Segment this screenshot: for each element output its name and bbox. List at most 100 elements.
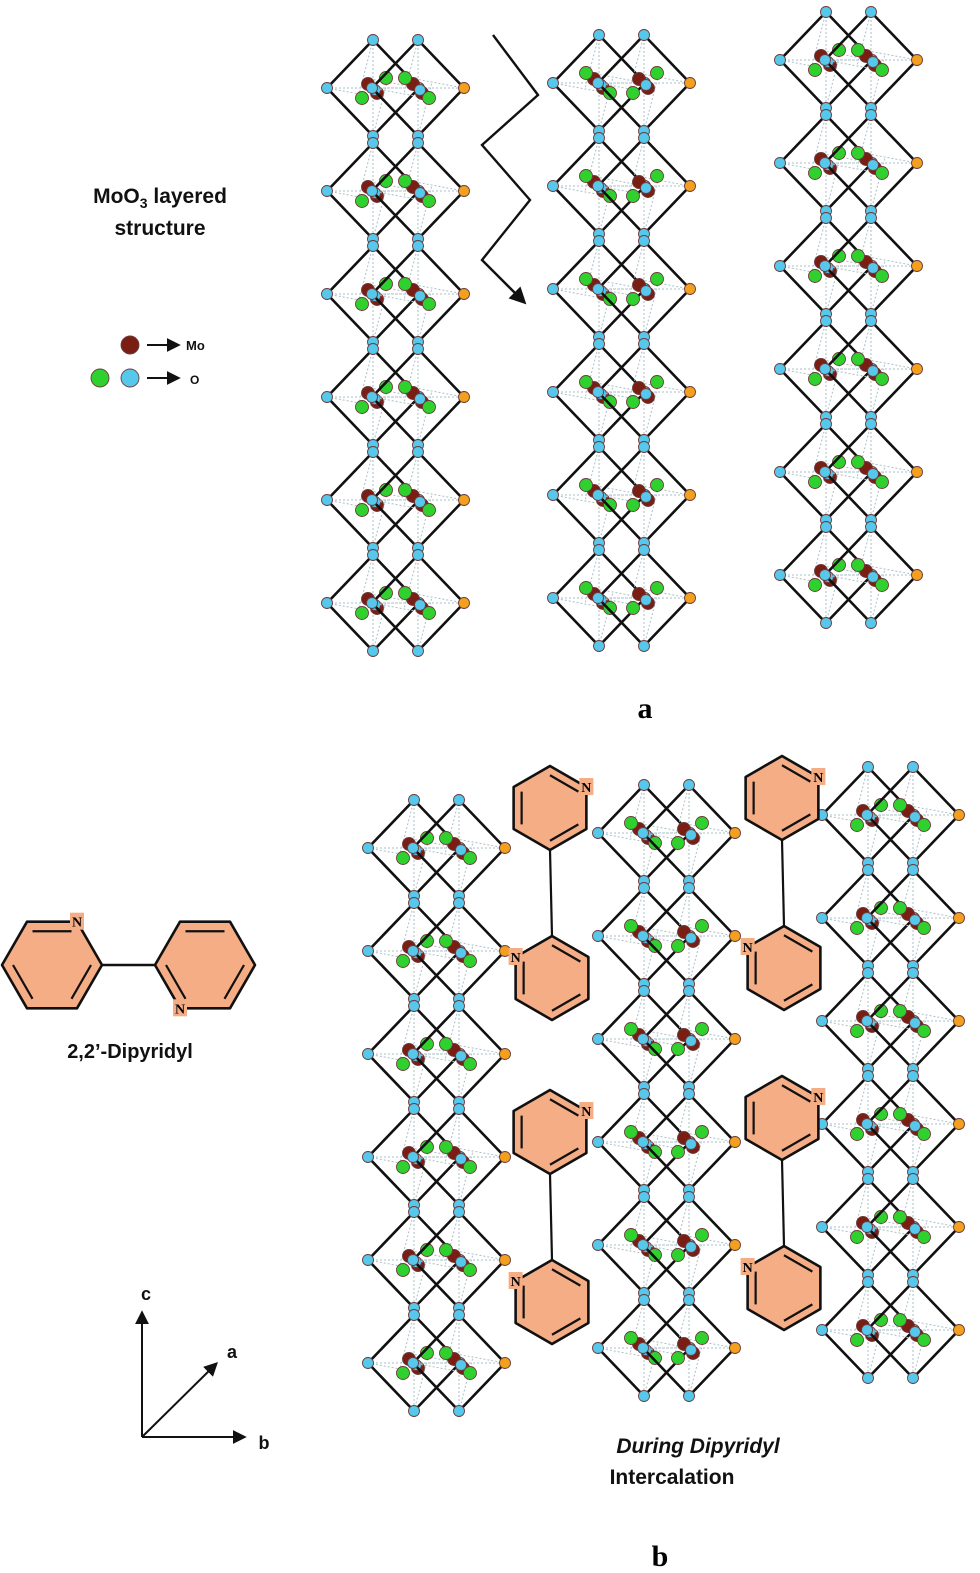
structure-title: MoO3 layered (93, 185, 227, 211)
o-atom-blue (683, 779, 695, 791)
o-atom-terminal (684, 489, 696, 501)
mo-o6-octahedron (407, 1206, 511, 1314)
mo-o-bond (458, 841, 474, 897)
nitrogen-highlight (579, 778, 594, 795)
o-atom-green (624, 816, 638, 830)
ring-body (514, 934, 590, 1022)
mo-o-bond (688, 1135, 704, 1191)
o-atom-green (439, 831, 453, 845)
mo-o-bond (680, 1234, 736, 1246)
o-atom-green (396, 1057, 410, 1071)
o-atom-blue (867, 571, 879, 583)
mo-o-bond (409, 592, 465, 604)
o-atom-blue (412, 240, 424, 252)
o-atom-blue (453, 897, 465, 909)
o-atom-blue (862, 761, 874, 773)
mo-o-bond (635, 587, 691, 599)
mo-o-bond (417, 287, 433, 343)
mo-o-bond (680, 1131, 736, 1143)
o-atom-green (875, 475, 889, 489)
o-atom-blue (909, 1223, 921, 1235)
mo-o6-octahedron (819, 109, 923, 217)
o-atom-blue (408, 1103, 420, 1115)
nitrogen-highlight (508, 1272, 523, 1289)
mo-o-bond (444, 1211, 460, 1267)
dipyridyl: NN (508, 764, 594, 1022)
panel-b-label: b (652, 1540, 669, 1573)
o-atom-blue (638, 1294, 650, 1306)
panel-a: MoO3 layered structure Mo O a (90, 6, 923, 725)
o-atom-blue (592, 827, 604, 839)
o-atom-blue (820, 617, 832, 629)
o-atom-blue (455, 844, 467, 856)
ring-link-bond (780, 1159, 786, 1247)
o-atom-green (420, 1140, 434, 1154)
o-atom-green (579, 169, 593, 183)
structure-title-line2: structure (114, 217, 205, 240)
mo-o-bond (629, 446, 645, 502)
mo-o-bond (413, 944, 429, 1000)
o-atom-blue (321, 597, 333, 609)
o-atom-green (648, 1042, 662, 1056)
o-atom-blue (367, 137, 379, 149)
o-atom-blue (362, 1357, 374, 1369)
o-atom-green (626, 498, 640, 512)
o-atom-blue (861, 1015, 873, 1027)
o-atom-terminal (953, 1221, 965, 1233)
o-atom-green (422, 91, 436, 105)
o-atom-green (648, 1145, 662, 1159)
o-atom-blue (909, 1120, 921, 1132)
o-atom-green (439, 1346, 453, 1360)
mo-o-bond (403, 39, 419, 95)
mo-o6-octahedron (861, 1070, 965, 1178)
double-bond (783, 1254, 813, 1273)
mo-o-bond (643, 76, 659, 132)
o-atom-blue (862, 1372, 874, 1384)
mo-o-bond (904, 804, 960, 816)
o-atom-terminal (499, 1151, 511, 1163)
o-atom-green (874, 901, 888, 915)
mo-o-bond (458, 1150, 474, 1206)
o-atom-green (355, 400, 369, 414)
title-mo-o: MoO (93, 185, 140, 208)
pyridine-ring: N (153, 920, 257, 1017)
mo-o-bond (643, 929, 659, 985)
o-atom-blue (592, 1342, 604, 1354)
double-bond (551, 993, 581, 1012)
nitrogen-highlight (579, 1102, 594, 1119)
o-atom-blue (685, 1138, 697, 1150)
o-atom-blue (592, 1033, 604, 1045)
o-atom-blue (816, 1221, 828, 1233)
o-atom-terminal (729, 1342, 741, 1354)
o-atom-green (624, 1228, 638, 1242)
mo-o-bond (862, 564, 918, 576)
o-atom-green (626, 292, 640, 306)
o-atom-blue (637, 1239, 649, 1251)
ring-body (744, 1074, 820, 1162)
mo-o-bond (862, 358, 918, 370)
o-atom-blue (593, 132, 605, 144)
o-atom-blue (862, 1070, 874, 1082)
o-atom-green (396, 1263, 410, 1277)
o-atom-terminal (729, 1033, 741, 1045)
o-atom-terminal (911, 157, 923, 169)
o-atom-green (624, 1331, 638, 1345)
o-atom-green (420, 1243, 434, 1257)
o-atom-blue (592, 1136, 604, 1148)
o-atom-green (893, 798, 907, 812)
mo-o-bond (870, 465, 886, 521)
o-atom-green (832, 455, 846, 469)
o-atom-green (808, 372, 822, 386)
mo-o-bond (688, 1238, 704, 1294)
o-atom-blue (592, 386, 604, 398)
mo-o-bond (853, 1178, 869, 1234)
mo-o6-octahedron (407, 1309, 511, 1417)
mo-o-bond (811, 11, 827, 67)
o-atom-blue (366, 391, 378, 403)
o-atom-blue (816, 912, 828, 924)
mo-o-bond (629, 1196, 645, 1252)
ring-body (744, 754, 820, 842)
o-atom-terminal (684, 77, 696, 89)
mo-o-bond (413, 1253, 429, 1309)
